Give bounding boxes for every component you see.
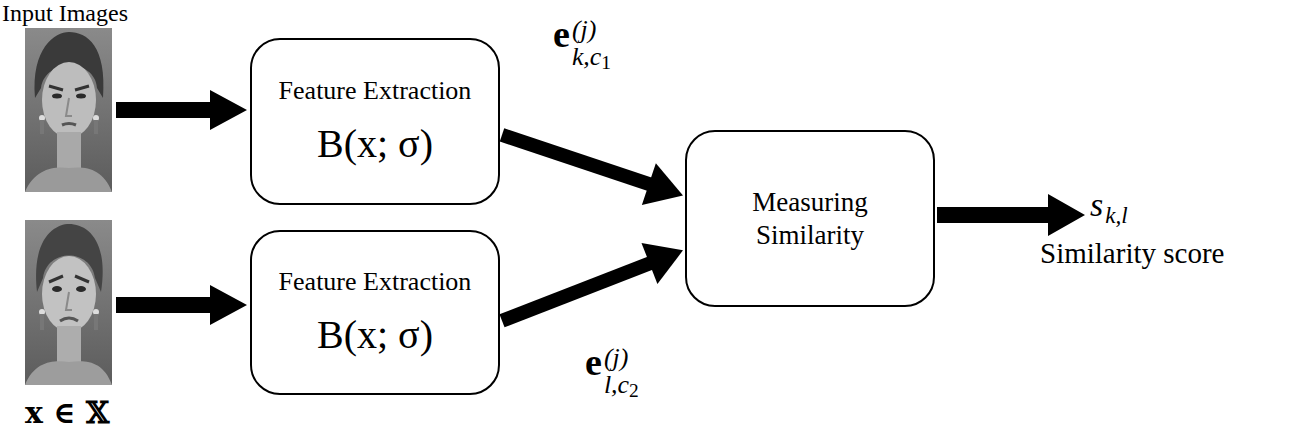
face-detail [25,361,112,385]
embedding-label: e(j)l,c2 [585,342,639,401]
face-detail [57,326,81,366]
box-formula: B(x; σ) [317,120,433,168]
box-title: Feature Extraction [279,266,472,297]
input-arrow [116,90,247,130]
embedding-label: e(j)k,c1 [553,14,611,73]
process-box: Feature ExtractionB(x; σ) [250,230,500,395]
arrow-head [641,243,683,284]
section-label: Input Images [2,0,128,26]
comparison-box: Measuring Similarity [685,130,935,307]
face-detail [42,62,96,138]
feature-arrow [499,243,683,327]
face-detail [76,94,86,99]
domain-label: x ∈ 𝕏 [25,396,109,429]
score-label: Similarity score [1040,238,1224,270]
face-detail [75,86,89,90]
face-detail [57,132,81,172]
face-detail [66,98,72,116]
arrow-shaft [499,256,653,327]
face-photo [25,220,112,385]
face-detail [62,124,76,126]
face-detail [94,120,98,134]
face-detail [52,286,62,292]
output-arrow [937,194,1085,236]
face-detail [75,276,89,282]
process-box: Feature ExtractionB(x; σ) [250,38,500,205]
face-detail [49,276,63,282]
face-detail [52,94,62,99]
arrow-head [642,163,683,205]
input-arrow [116,285,247,325]
face-detail [40,314,44,330]
face-detail [66,292,72,310]
box-title: Feature Extraction [279,75,472,106]
box-title: Measuring Similarity [735,186,885,251]
face-detail [42,256,96,332]
face-detail [60,318,78,321]
arrow-shaft [500,128,653,191]
face-detail [25,220,112,385]
face-detail [25,28,112,192]
face-detail [76,286,86,292]
face-detail [40,120,44,134]
score-symbol: sk,l [1090,186,1128,227]
face-detail [49,86,63,90]
feature-arrow [500,128,683,205]
face-detail [25,167,112,192]
face-photo [25,28,112,192]
box-formula: B(x; σ) [317,311,433,359]
face-detail [94,314,98,330]
